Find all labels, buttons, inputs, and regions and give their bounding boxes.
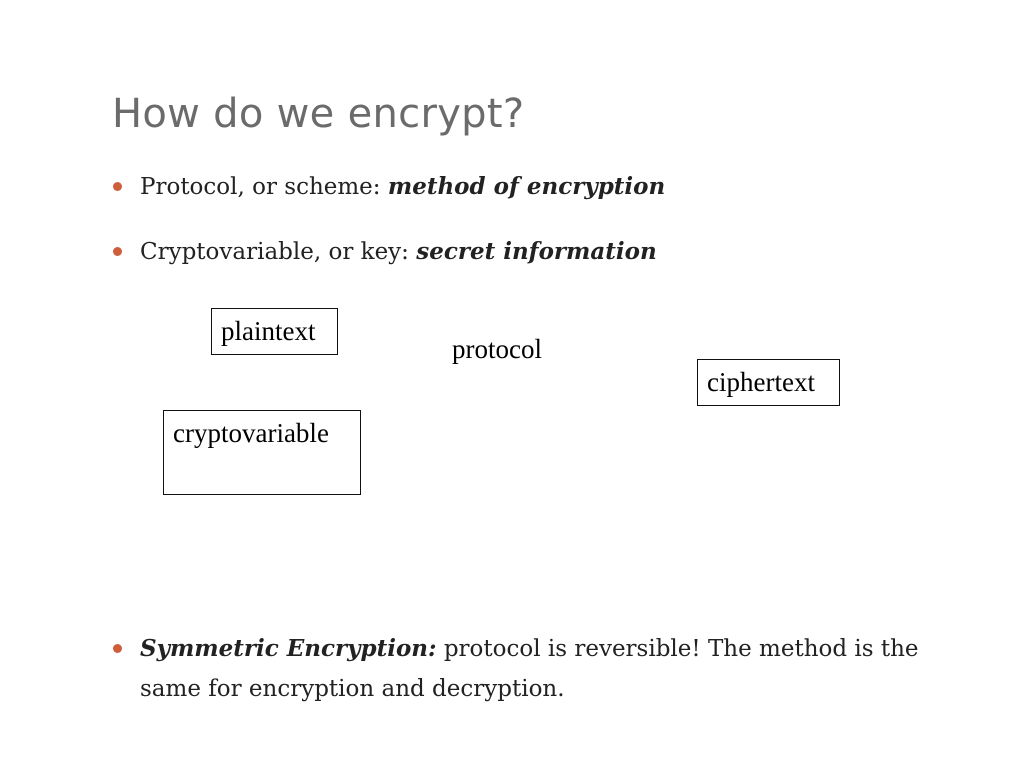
bullet-text: Symmetric Encryption: protocol is revers… <box>140 629 933 709</box>
bullet-protocol: Protocol, or scheme: method of encryptio… <box>113 167 813 207</box>
bullet-dot-icon <box>113 247 122 256</box>
bullet-text: Protocol, or scheme: method of encryptio… <box>140 167 813 207</box>
plaintext-box: plaintext <box>211 308 338 355</box>
ciphertext-box: ciphertext <box>697 359 840 406</box>
bullet-symmetric-encryption: Symmetric Encryption: protocol is revers… <box>113 629 933 709</box>
bullet-emphasis: Symmetric Encryption: <box>140 635 437 662</box>
bullet-lead: Protocol, or scheme: <box>140 174 388 200</box>
protocol-label: protocol <box>452 334 542 364</box>
bullet-dot-icon <box>113 644 122 653</box>
bullet-key: Cryptovariable, or key: secret informati… <box>113 232 813 272</box>
bullet-tail: protocol is reversible! The method is th… <box>140 636 919 702</box>
slide-title: How do we encrypt? <box>112 91 525 137</box>
cryptovariable-box: cryptovariable <box>163 410 361 495</box>
bullet-text: Cryptovariable, or key: secret informati… <box>140 232 813 272</box>
bullet-emphasis: secret information <box>416 238 657 265</box>
bullet-lead: Cryptovariable, or key: <box>140 239 417 265</box>
bullet-emphasis: method of encryption <box>387 173 666 200</box>
bullet-dot-icon <box>113 182 122 191</box>
